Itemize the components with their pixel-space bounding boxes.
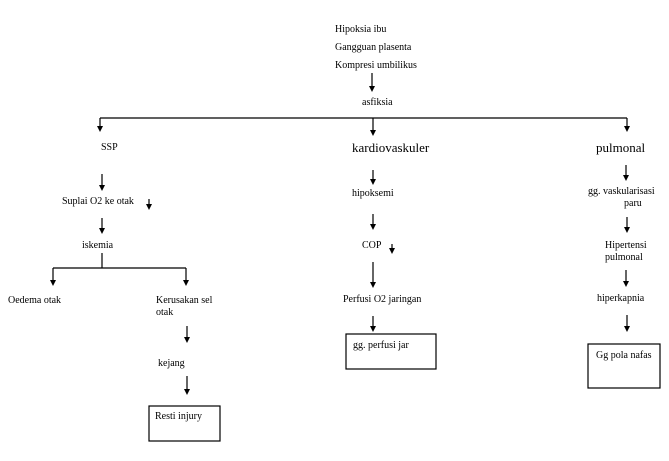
- arrowhead: [370, 130, 376, 136]
- pulmonal-hiperkapnia-label: hiperkapnia: [597, 293, 645, 304]
- arrowhead: [99, 228, 105, 234]
- ssp-iskemia-label: iskemia: [82, 240, 114, 251]
- arrowhead: [50, 280, 56, 286]
- arrowhead: [623, 175, 629, 181]
- arrowhead: [370, 326, 376, 332]
- arrowhead: [97, 126, 103, 132]
- decrease-arrowhead: [389, 248, 395, 254]
- kardio-title: kardiovaskuler: [352, 140, 430, 155]
- pulmonal-result-box: [587, 343, 661, 389]
- decrease-arrowhead: [146, 204, 152, 210]
- ssp-oedema-label: Oedema otak: [8, 295, 61, 306]
- pulmonal-branch: pulmonal gg. vaskularisasi paru Hiperten…: [587, 140, 661, 389]
- cause-gangguan-plasenta: Gangguan plasenta: [335, 42, 412, 53]
- kardio-result-label: gg. perfusi jar: [353, 340, 409, 351]
- ssp-kerusakan-line1: Kerusakan sel: [156, 295, 213, 306]
- arrowhead: [623, 281, 629, 287]
- pulmonal-title: pulmonal: [596, 140, 645, 155]
- kardio-hipoksemi-label: hipoksemi: [352, 188, 394, 199]
- cause-hipoksia-ibu: Hipoksia ibu: [335, 24, 386, 35]
- pulmonal-hipertensi-line1: Hipertensi: [605, 240, 647, 251]
- ssp-suplai-label: Suplai O2 ke otak: [62, 196, 134, 207]
- arrowhead: [624, 326, 630, 332]
- ssp-result-label: Resti injury: [155, 411, 202, 422]
- kardio-perfusi-label: Perfusi O2 jaringan: [343, 294, 421, 305]
- cause-kompresi-umbilikus: Kompresi umbilikus: [335, 60, 417, 71]
- kardio-cop-label: COP: [362, 240, 382, 251]
- pulmonal-vask-line2: paru: [624, 198, 642, 209]
- kardio-branch: kardiovaskuler hipoksemi COP Perfusi O2 …: [343, 140, 437, 370]
- kardio-result-box: [345, 333, 437, 370]
- arrowhead: [370, 282, 376, 288]
- pulmonal-vask-line1: gg. vaskularisasi: [588, 186, 655, 197]
- causes-group: Hipoksia ibu Gangguan plasenta Kompresi …: [335, 24, 417, 71]
- ssp-title: SSP: [101, 142, 118, 153]
- ssp-kerusakan-line2: otak: [156, 307, 173, 318]
- ssp-branch: SSP Suplai O2 ke otak iskemia Oedema ota…: [8, 142, 221, 442]
- arrowhead: [370, 179, 376, 185]
- arrowhead: [624, 227, 630, 233]
- pulmonal-hipertensi-line2: pulmonal: [605, 252, 643, 263]
- arrowhead: [369, 86, 375, 92]
- pulmonal-result-label: Gg pola nafas: [596, 350, 652, 361]
- ssp-result-box: [148, 405, 221, 442]
- arrowhead: [370, 224, 376, 230]
- arrowhead: [624, 126, 630, 132]
- asfiksia-label: asfiksia: [362, 97, 393, 108]
- arrowhead: [99, 185, 105, 191]
- ssp-kejang-label: kejang: [158, 358, 185, 369]
- arrowhead: [184, 389, 190, 395]
- arrowhead: [183, 280, 189, 286]
- arrowhead: [184, 337, 190, 343]
